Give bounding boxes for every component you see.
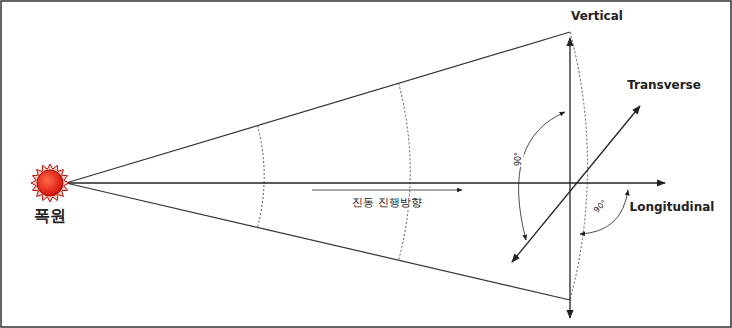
- cone-edge: [66, 183, 570, 300]
- transverse-axis: [512, 106, 640, 262]
- vertical-axis: [569, 38, 570, 318]
- blast-source-symbol: [31, 164, 69, 202]
- axis-label: Transverse: [627, 79, 701, 92]
- source-rays: [31, 164, 69, 202]
- angle-arc: [580, 190, 628, 234]
- wavefront-arc: [258, 126, 265, 228]
- wavefront-arcs: [258, 32, 588, 300]
- angle-label: 90°: [592, 198, 610, 216]
- angle-arc: [519, 112, 565, 240]
- wavefront-arc: [399, 83, 411, 260]
- axis-label: Longitudinal: [630, 201, 715, 214]
- source-label: 폭원: [34, 207, 66, 225]
- wavefront-arc: [570, 32, 588, 300]
- source-core: [37, 170, 63, 196]
- angle-label: 90°: [515, 151, 524, 167]
- direction-label: 진동 진행방향: [351, 197, 423, 209]
- direction-arrow: [312, 190, 462, 191]
- longitudinal-axis: [66, 182, 665, 183]
- cone-edge: [66, 32, 570, 183]
- axis-label: Vertical: [571, 10, 623, 23]
